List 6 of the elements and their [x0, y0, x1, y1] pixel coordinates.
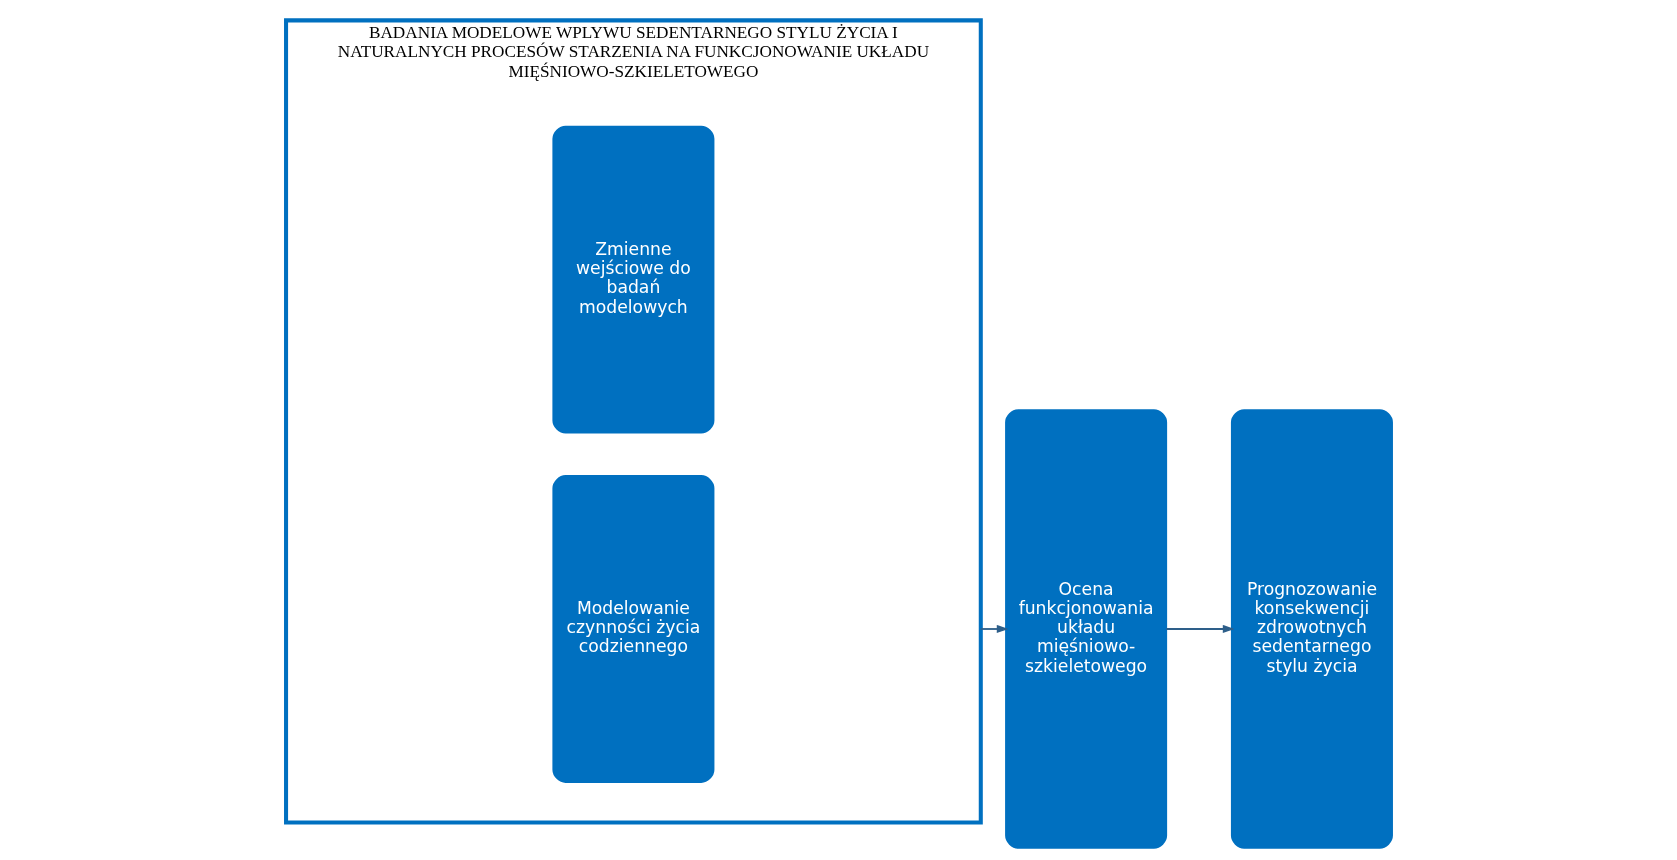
- arrow: [979, 624, 1009, 634]
- node-box: Ocena funkcjonowania układu mięśniowo-szkieletowego: [1004, 409, 1167, 849]
- arrow: [1164, 624, 1235, 634]
- node-box: Zmienne wejściowe do badań modelowych: [551, 125, 714, 434]
- node-box: Prognozowanie konsekwencji zdrowotnych sedentarnego stylu życia: [1230, 409, 1393, 849]
- node-box: Modelowanie czynności życia codziennego: [551, 475, 714, 783]
